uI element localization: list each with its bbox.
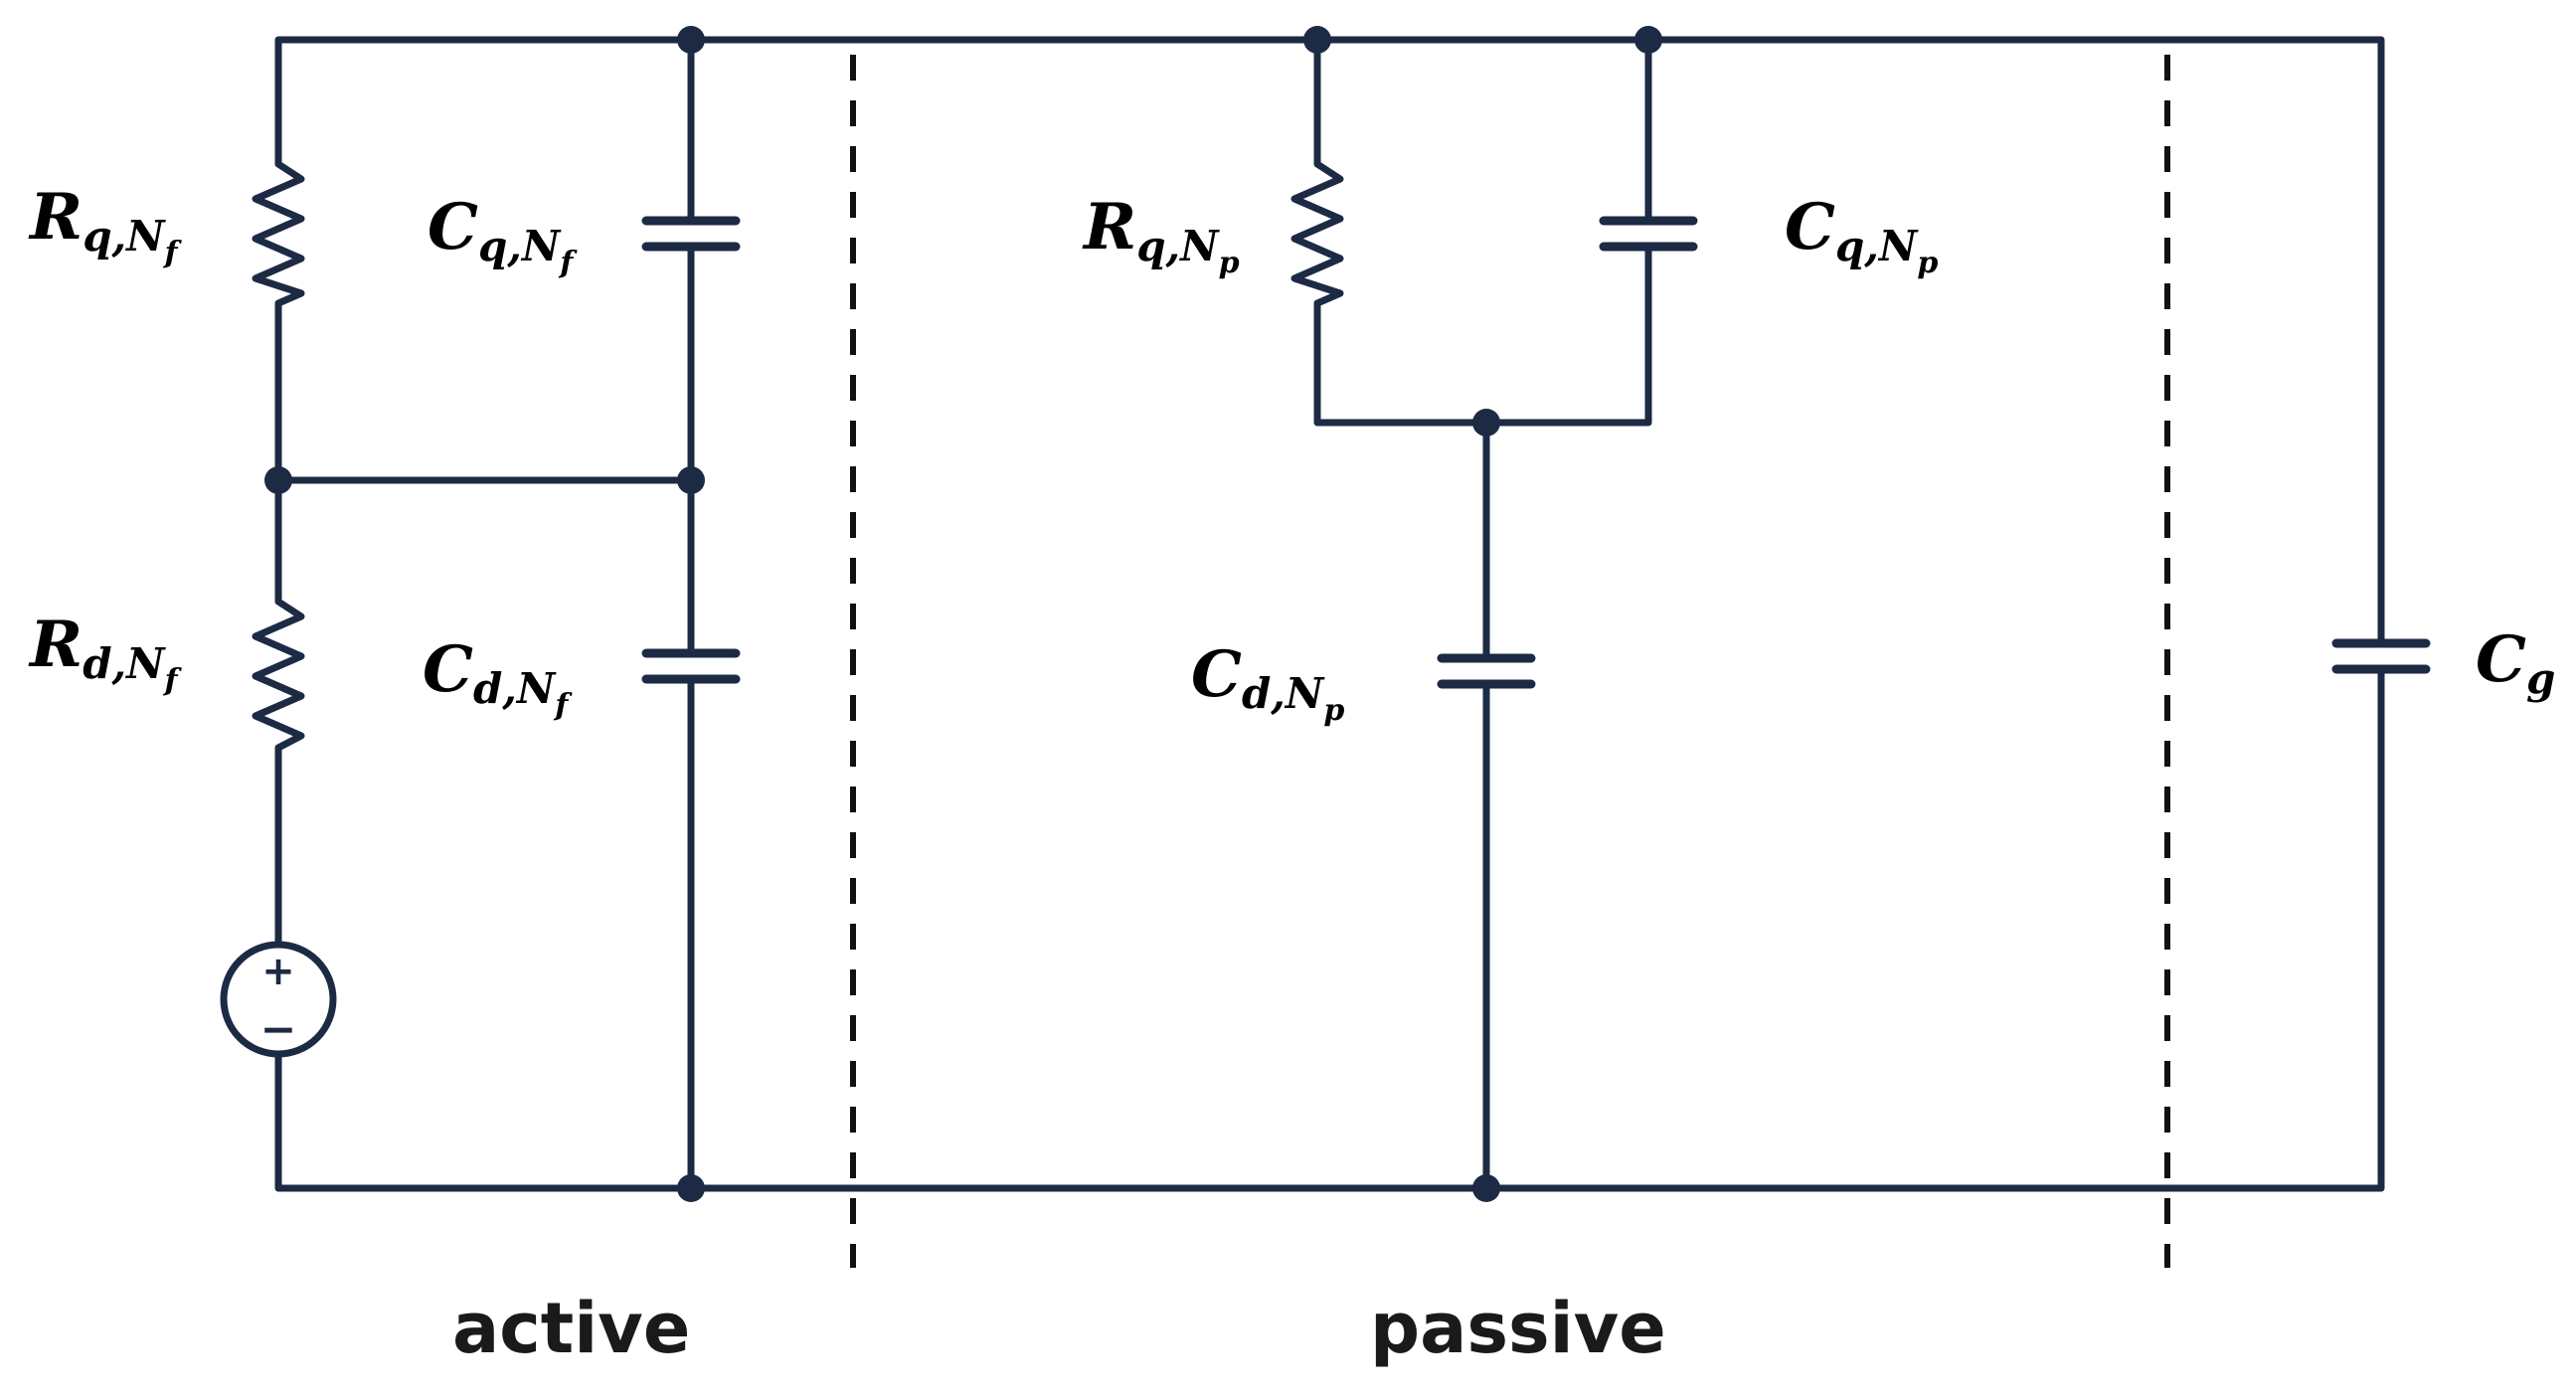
capacitor-cq-np [1599, 216, 1698, 252]
capacitor-cd-np [1437, 653, 1536, 689]
label-cq-np: Cq,Np [1785, 190, 1938, 280]
capacitor-cg [2331, 638, 2431, 674]
resistor-rq-nf [252, 150, 305, 312]
source-minus-sign: − [260, 1004, 297, 1055]
top-rail [274, 36, 2385, 645]
source-plus-sign: + [261, 949, 295, 994]
capacitor-cq-nf [641, 216, 741, 252]
bottom-rail [274, 717, 2385, 1192]
capacitor-cd-nf [641, 648, 741, 684]
region-label-passive: passive [1370, 1288, 1666, 1369]
label-cq-nf: Cq,Nf [428, 190, 578, 280]
region-label-active: active [452, 1288, 690, 1369]
voltage-source: + − [220, 941, 337, 1058]
label-cd-np: Cd,Np [1191, 637, 1344, 728]
label-rd-nf: Rd,Nf [28, 608, 183, 698]
label-cg: Cg [2476, 622, 2555, 703]
label-cd-nf: Cd,Nf [423, 632, 573, 723]
cq-np-lower-lead [1482, 245, 1652, 427]
resistor-rq-np [1290, 150, 1344, 312]
rq-np-lower-lead [1313, 304, 1490, 427]
junction-nodes [264, 26, 1662, 1202]
label-rq-np: Rq,Np [1082, 190, 1240, 280]
label-rq-nf: Rq,Nf [28, 180, 183, 270]
resistor-rd-nf [252, 588, 305, 760]
